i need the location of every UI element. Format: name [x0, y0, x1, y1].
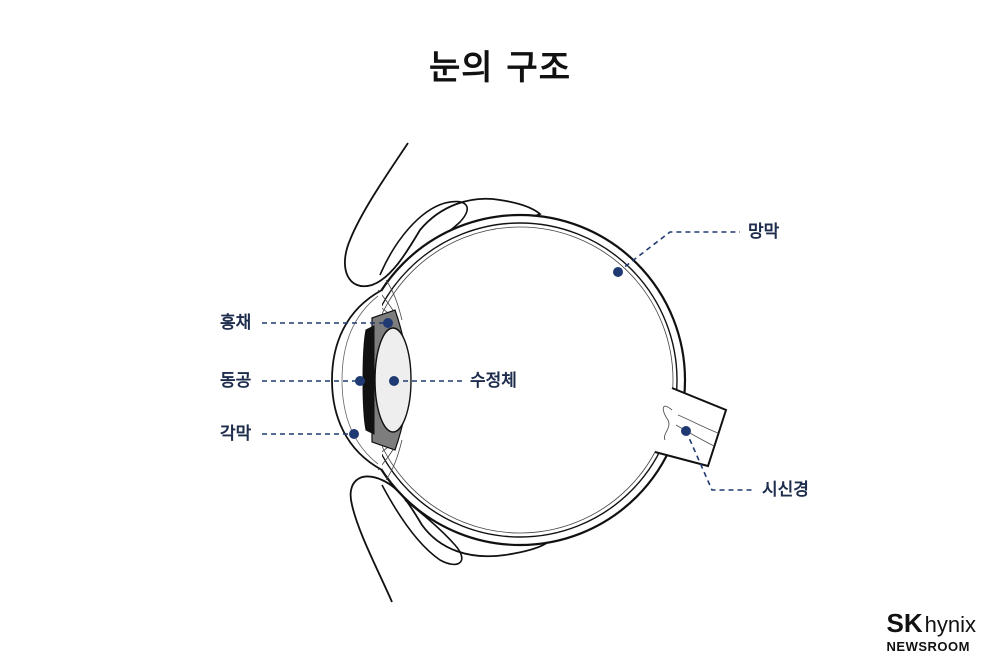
page-title: 눈의 구조 [429, 48, 571, 88]
label-retina: 망막 [748, 222, 780, 242]
label-optic-nerve: 시신경 [762, 480, 809, 500]
logo-brand-suffix: hynix [924, 612, 976, 637]
dot-optic-nerve [681, 426, 691, 436]
logo-brand: SK [886, 608, 923, 638]
optic-nerve [654, 387, 728, 468]
label-lens: 수정체 [470, 371, 517, 391]
pupil [362, 325, 375, 435]
brand-logo: SKhynix NEWSROOM [886, 608, 976, 654]
label-pupil: 동공 [220, 371, 252, 391]
logo-sub: NEWSROOM [886, 639, 970, 654]
dot-iris [383, 318, 393, 328]
label-cornea: 각막 [220, 424, 252, 444]
dot-lens [389, 376, 399, 386]
upper-eyelid [344, 142, 542, 288]
dot-cornea [349, 429, 359, 439]
label-iris: 홍채 [220, 313, 252, 333]
dot-pupil [355, 376, 365, 386]
leader-optic-nerve [685, 430, 755, 491]
leader-retina [617, 231, 740, 273]
lower-eyelid-fold [381, 484, 463, 566]
dot-retina [613, 267, 623, 277]
